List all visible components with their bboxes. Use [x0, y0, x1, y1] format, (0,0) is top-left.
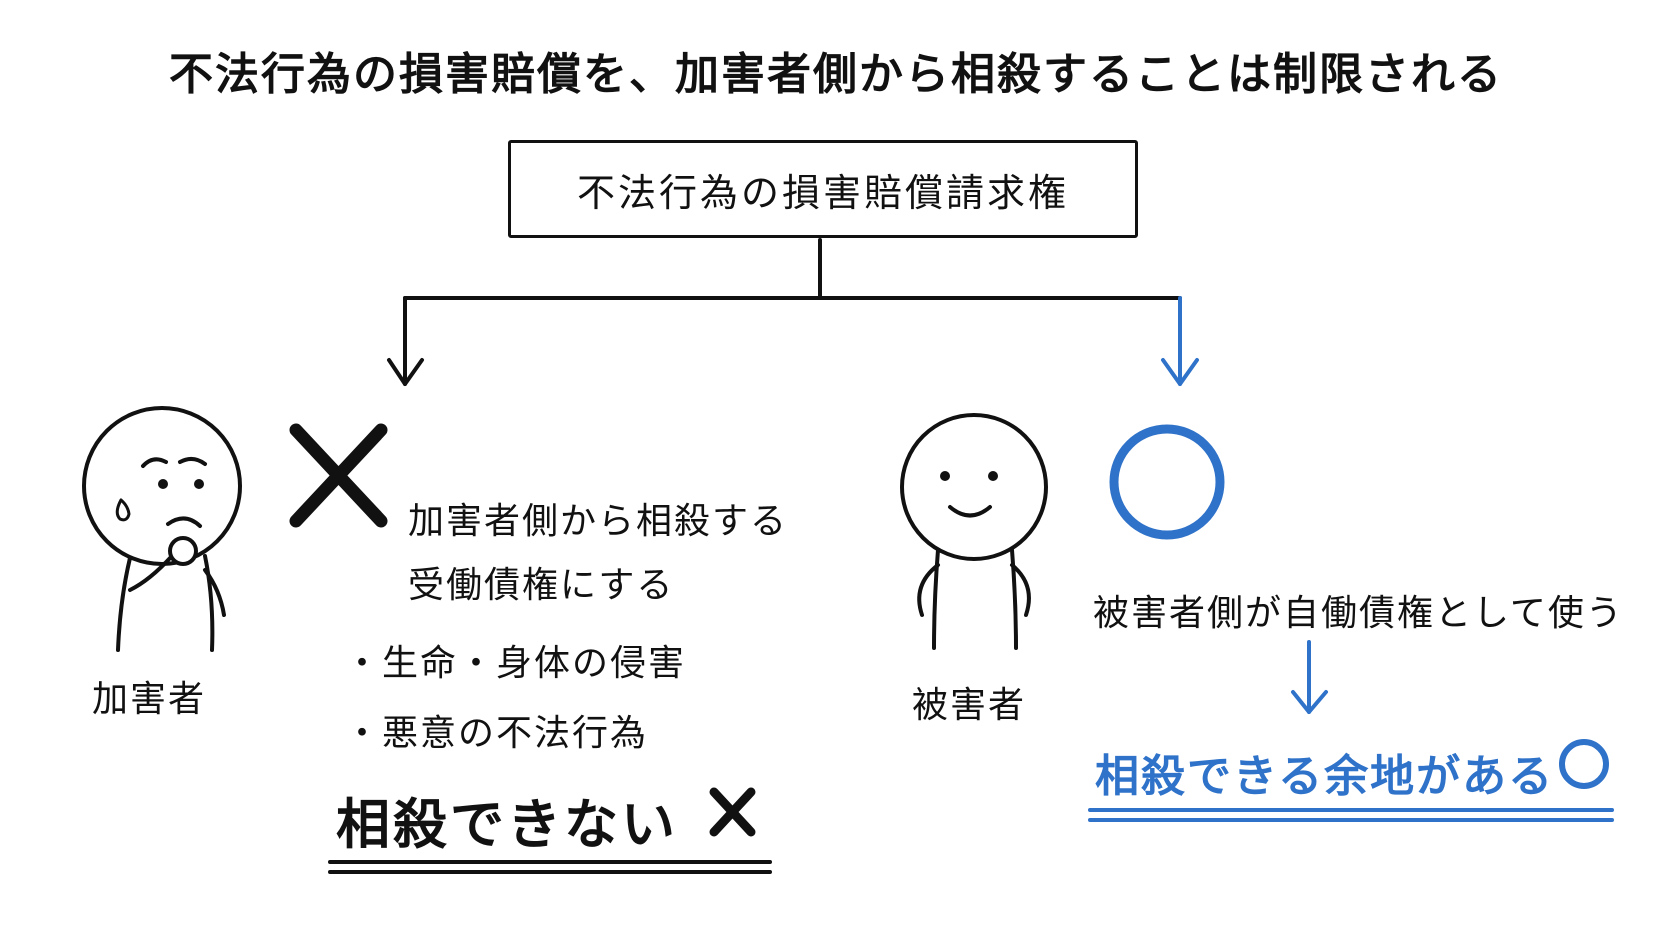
- right-conclusion-text: 相殺できる余地がある: [1095, 751, 1555, 802]
- victim-label: 被害者: [912, 685, 1027, 726]
- left-conclusion-text: 相殺できない: [336, 793, 678, 856]
- page-title: 不法行為の損害賠償を、加害者側から相殺することは制限される: [169, 49, 1503, 100]
- left-arrow-head: [387, 358, 424, 386]
- prohibited-x-mark: [289, 423, 388, 528]
- conclusion-right-underline: [1088, 808, 1614, 822]
- right-description: 被害者側が自働債権として使う: [1093, 593, 1624, 634]
- right-arrow-head: [1161, 358, 1199, 386]
- perpetrator-label: 加害者: [92, 679, 207, 720]
- left-description-line1: 加害者側から相殺する: [408, 501, 789, 542]
- left-bullet-2: ・悪意の不法行為: [344, 713, 649, 754]
- left-bullet-1: ・生命・身体の侵害: [344, 643, 687, 684]
- root-node-label: 不法行為の損害賠償請求権: [576, 170, 1069, 215]
- conclusion-o-mark: [1559, 739, 1609, 789]
- left-description-line2: 受働債権にする: [408, 565, 675, 606]
- right-result-arrow-head: [1291, 690, 1328, 714]
- smiling-person-icon: [900, 413, 1048, 650]
- worried-person-icon: [82, 406, 242, 652]
- root-node-box: 不法行為の損害賠償請求権: [508, 140, 1138, 238]
- allowed-o-mark: [1109, 424, 1225, 540]
- conclusion-x-mark: [709, 787, 756, 837]
- conclusion-left-underline: [328, 860, 772, 874]
